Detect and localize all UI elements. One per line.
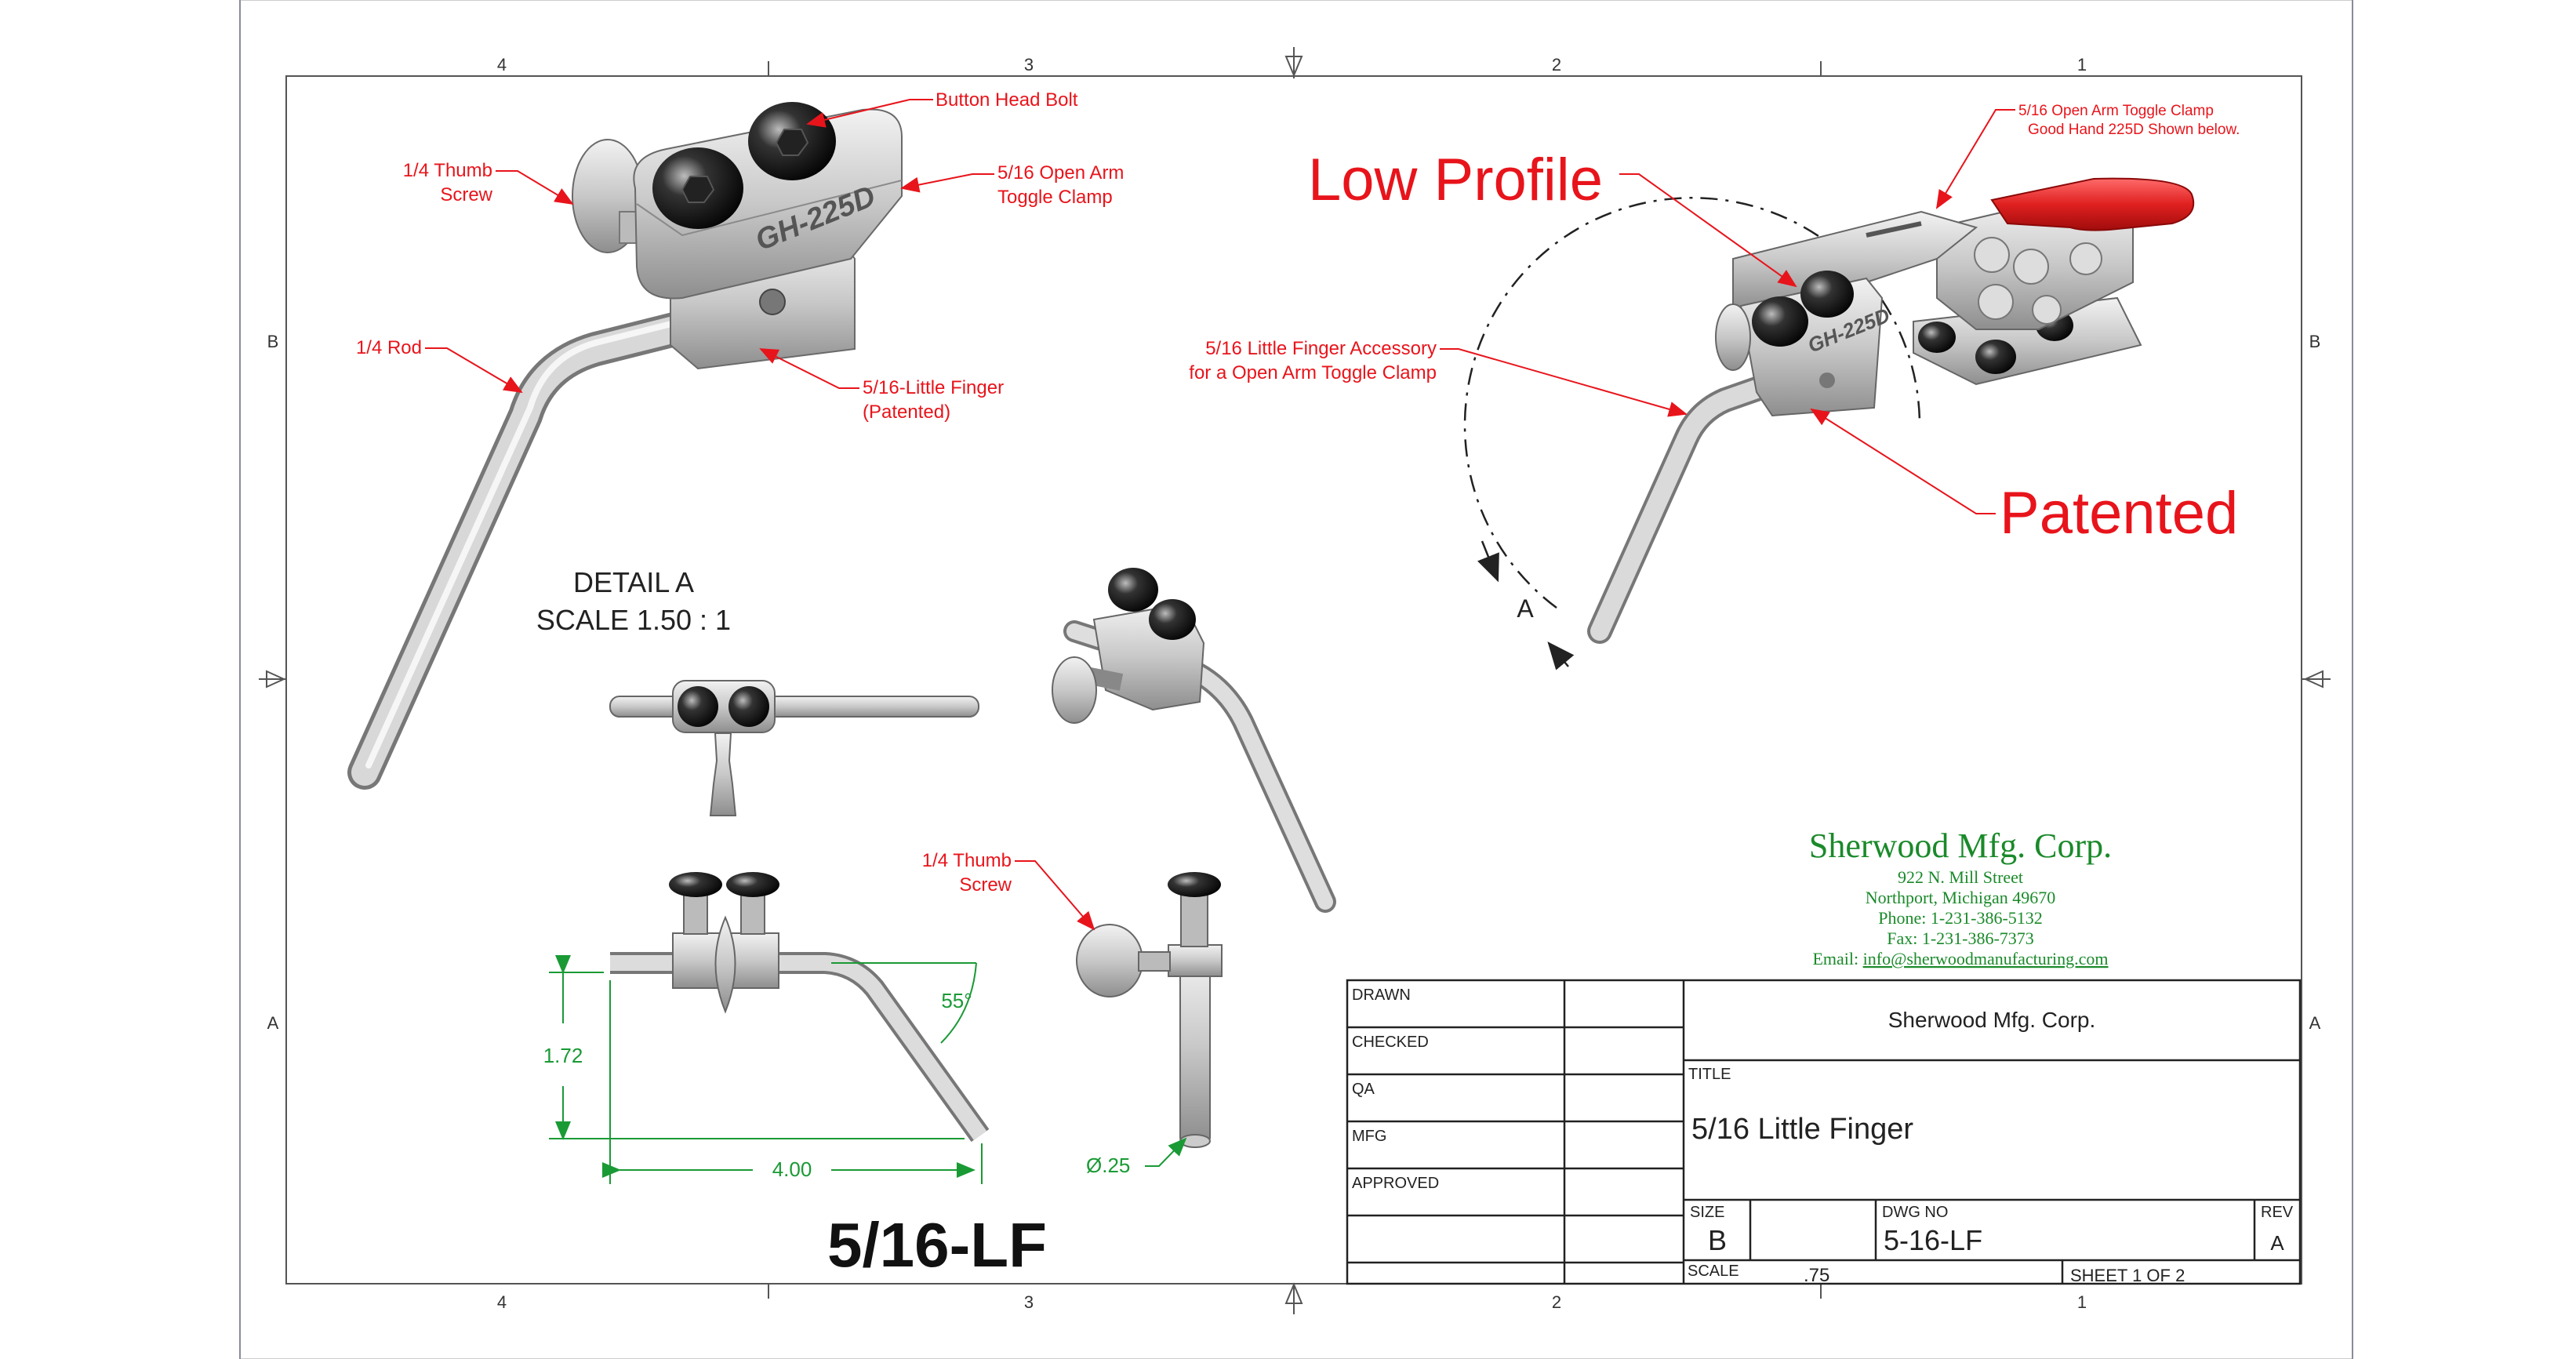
tb-rev: A — [2270, 1231, 2284, 1255]
callout-open-arm-2: Toggle Clamp — [997, 187, 1113, 208]
top-view — [609, 680, 979, 816]
tb-scale-label: SCALE — [1688, 1263, 1739, 1280]
zone-top-3: 3 — [1024, 55, 1034, 74]
zone-left-b: B — [267, 332, 279, 351]
company-name: Sherwood Mfg. Corp. — [1809, 827, 2112, 865]
zone-labels: 4 3 2 1 4 3 2 1 B A B A — [267, 55, 2321, 1312]
zone-top-4: 4 — [497, 55, 507, 74]
callouts-iso-view: Button Head Bolt 1/4 Thumb Screw 5/16 Op… — [356, 89, 1125, 423]
company-fax: Fax: 1-231-386-7373 — [1887, 928, 2034, 948]
callout-thumb-screw-side-2: Screw — [959, 874, 1012, 896]
part-number: 5/16-LF — [827, 1210, 1047, 1280]
callout-low-profile: Low Profile — [1308, 147, 1603, 213]
toggle-clamp-view: A GH-225D — [1463, 177, 2195, 670]
detail-scale: SCALE 1.50 : 1 — [536, 604, 731, 636]
dimension-length: 4.00 — [772, 1157, 812, 1181]
zone-top-2: 2 — [1552, 55, 1561, 74]
zone-right-b: B — [2309, 332, 2321, 351]
zone-top-1: 1 — [2077, 55, 2087, 74]
callout-little-finger-1: 5/16-Little Finger — [863, 377, 1004, 398]
tb-size: B — [1708, 1224, 1727, 1256]
dimension-height: 1.72 — [543, 1044, 583, 1067]
detail-title: DETAIL A — [573, 566, 694, 598]
zone-bottom-3: 3 — [1024, 1292, 1034, 1312]
tb-size-label: SIZE — [1690, 1204, 1724, 1221]
side-view: 1/4 Thumb Screw Ø.25 — [922, 850, 1223, 1177]
tb-rev-label: REV — [2261, 1204, 2294, 1221]
company-info: Sherwood Mfg. Corp. 922 N. Mill Street N… — [1809, 827, 2112, 968]
callout-clamp-note-1: 5/16 Open Arm Toggle Clamp — [2018, 103, 2214, 119]
detail-label: DETAIL A SCALE 1.50 : 1 — [536, 566, 731, 636]
company-email-link[interactable]: info@sherwoodmanufacturing.com — [1863, 949, 2109, 968]
dimension-diameter: Ø.25 — [1086, 1154, 1130, 1177]
tb-approved: APPROVED — [1352, 1175, 1439, 1192]
title-block-text: DRAWN CHECKED QA MFG APPROVED Sherwood M… — [1352, 987, 2294, 1286]
tb-drawn: DRAWN — [1352, 987, 1411, 1004]
detail-circle — [1463, 197, 1921, 609]
callout-clamp-note-2: Good Hand 225D Shown below. — [2028, 122, 2240, 138]
front-view: 1.72 4.00 55° — [543, 872, 990, 1184]
callout-thumb-screw-side-1: 1/4 Thumb — [922, 850, 1012, 871]
tb-title: 5/16 Little Finger — [1691, 1113, 1913, 1146]
tb-qa: QA — [1352, 1081, 1375, 1098]
company-email-label: Email: — [1812, 949, 1862, 968]
callout-thumb-screw-1: 1/4 Thumb — [403, 160, 492, 181]
detail-iso-view — [1052, 568, 1336, 913]
detail-letter: A — [1517, 594, 1534, 623]
callout-accessory-1: 5/16 Little Finger Accessory — [1205, 338, 1437, 359]
zone-bottom-2: 2 — [1552, 1292, 1561, 1312]
callout-thumb-screw-2: Screw — [440, 184, 492, 205]
zone-left-a: A — [267, 1013, 279, 1033]
sheet-border — [239, 0, 2353, 1359]
company-city: Northport, Michigan 49670 — [1866, 888, 2056, 907]
tb-company: Sherwood Mfg. Corp. — [1888, 1008, 2096, 1032]
callout-open-arm-1: 5/16 Open Arm — [997, 162, 1124, 184]
callouts-clamp-view: Low Profile Patented 5/16 Open Arm Toggl… — [1189, 103, 2240, 547]
company-phone: Phone: 1-231-386-5132 — [1878, 908, 2043, 928]
tb-sheet: SHEET 1 OF 2 — [2070, 1266, 2185, 1285]
iso-assembly-view: GH-225D — [347, 102, 903, 790]
zone-bottom-4: 4 — [497, 1292, 507, 1312]
tb-dwg: 5-16-LF — [1884, 1224, 1982, 1256]
tb-checked: CHECKED — [1352, 1034, 1429, 1051]
tb-title-label: TITLE — [1688, 1066, 1731, 1083]
clamp-handle — [1990, 177, 2195, 231]
title-block — [1346, 979, 2302, 1285]
callout-patented: Patented — [2000, 480, 2238, 547]
callout-button-head-bolt: Button Head Bolt — [936, 89, 1078, 111]
callout-rod: 1/4 Rod — [356, 337, 422, 358]
zone-bottom-1: 1 — [2077, 1292, 2087, 1312]
callout-accessory-2: for a Open Arm Toggle Clamp — [1189, 362, 1437, 383]
tb-mfg: MFG — [1352, 1128, 1386, 1145]
company-email-line: Email: info@sherwoodmanufacturing.com — [1812, 949, 2108, 968]
callout-little-finger-2: (Patented) — [863, 402, 950, 423]
tb-dwg-label: DWG NO — [1882, 1204, 1948, 1221]
dimension-angle: 55° — [941, 989, 972, 1012]
company-street: 922 N. Mill Street — [1898, 867, 2023, 887]
tb-scale: .75 — [1804, 1265, 1829, 1286]
zone-right-a: A — [2309, 1013, 2321, 1033]
